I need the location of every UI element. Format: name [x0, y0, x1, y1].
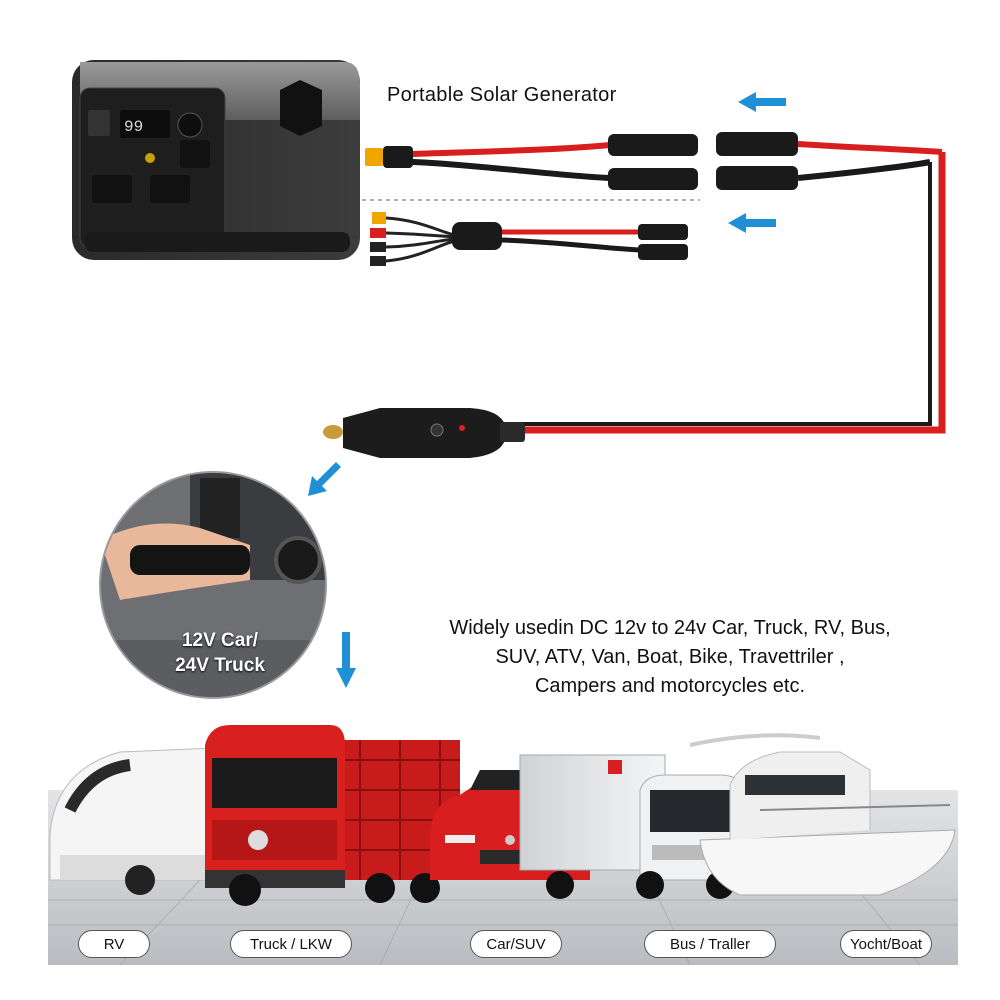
inset-line-1: 12V Car/ — [181, 630, 259, 651]
arrow-down-icon — [336, 632, 356, 688]
vehicle-label-car: Car/SUV — [470, 930, 562, 958]
xt60-mc4-cable — [365, 132, 943, 190]
car-socket-photo — [99, 471, 327, 699]
vehicle-label-boat: Yocht/Boat — [840, 930, 932, 958]
inset-caption: 12V Car/ 24V Truck — [165, 628, 275, 678]
vehicle-label-bus: Bus / Traller — [644, 930, 776, 958]
inset-line-2: 24V Truck — [175, 655, 265, 676]
cigarette-plug-image — [323, 408, 525, 458]
truck-image — [205, 725, 460, 906]
box-truck-image — [519, 754, 746, 899]
usage-line-1: Widely usedin DC 12v to 24v Car, Truck, … — [449, 617, 891, 639]
arrow-left-icon — [738, 92, 786, 112]
rv-image — [49, 747, 216, 895]
usage-line-2: SUV, ATV, Van, Boat, Bike, Travettriler … — [495, 646, 845, 668]
yacht-image — [689, 733, 956, 896]
arrow-left-icon — [728, 213, 776, 233]
usage-description: Widely usedin DC 12v to 24v Car, Truck, … — [400, 614, 940, 701]
vehicle-label-truck: Truck / LKW — [230, 930, 352, 958]
usage-line-3: Campers and motorcycles etc. — [534, 675, 806, 697]
power-station-image: 99 — [72, 60, 360, 260]
multi-adapter-cable — [370, 212, 688, 266]
product-title: Portable Solar Generator — [387, 84, 617, 106]
vehicle-label-rv: RV — [78, 930, 150, 958]
svg-text:99: 99 — [124, 118, 143, 136]
arrow-down-left-icon — [308, 462, 341, 496]
